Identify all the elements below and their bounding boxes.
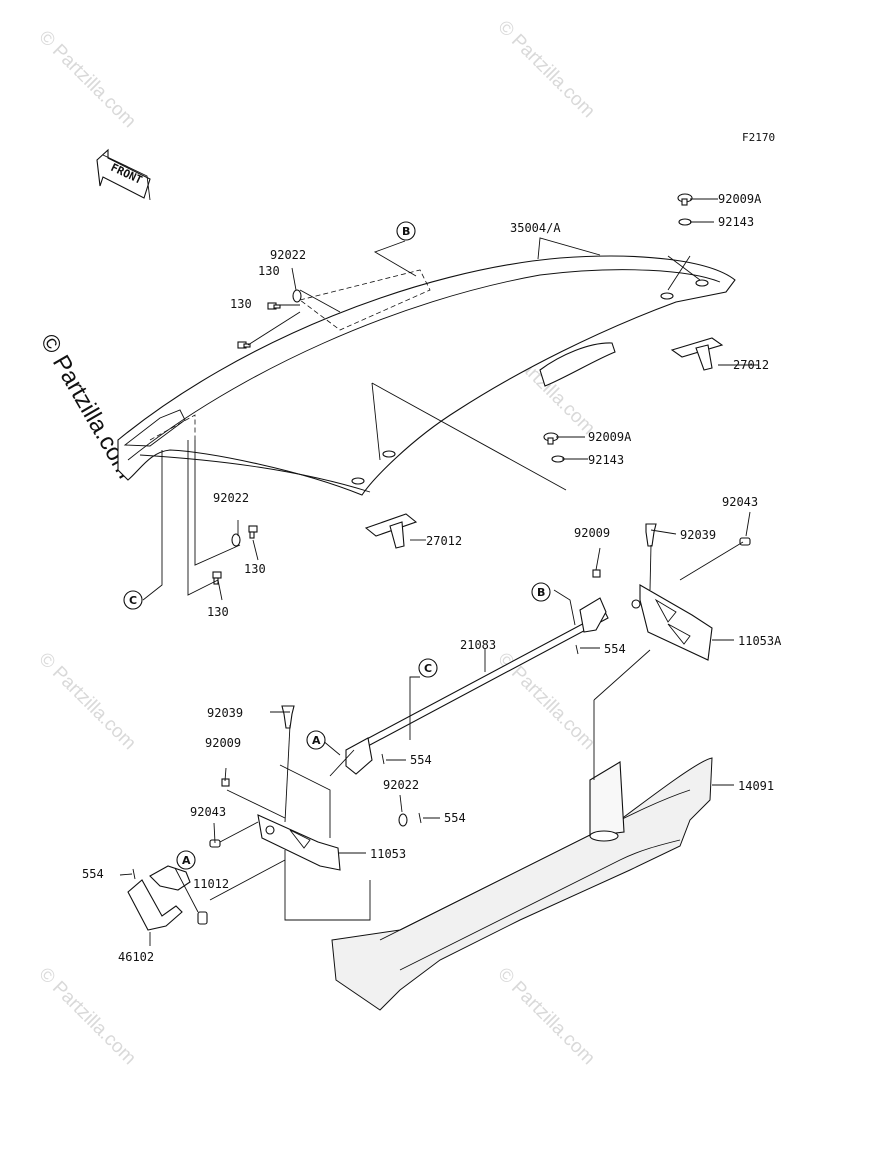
part-label: 92022 — [383, 778, 419, 792]
watermark: © Partzilla.com — [493, 964, 598, 1069]
part-label: 46102 — [118, 950, 154, 964]
part-label: 14091 — [738, 779, 774, 793]
part-label: 92039 — [207, 706, 243, 720]
callout-c: C — [424, 662, 432, 675]
linkage-rod-21083 — [345, 597, 641, 775]
watermark: © Partzilla.com — [34, 649, 139, 754]
watermark: © Partzilla.com — [493, 17, 598, 122]
panel-14091 — [331, 757, 713, 1011]
callouts: B C B C A A — [123, 221, 551, 870]
bracket-27012-right — [670, 337, 724, 371]
part-label: 27012 — [426, 534, 462, 548]
part-label: 92039 — [680, 528, 716, 542]
part-label: 554 — [444, 811, 466, 825]
part-label: 92009 — [205, 736, 241, 750]
part-label: 92043 — [722, 495, 758, 509]
part-labels: 35004/A 92009A 92143 27012 92022 130 130… — [82, 192, 782, 964]
part-label: 11012 — [193, 877, 229, 891]
handle-46102 — [127, 865, 191, 931]
figure-code: F2170 — [742, 131, 775, 144]
part-label: 130 — [258, 264, 280, 278]
cotter-pins-554 — [132, 644, 579, 880]
part-label: 92143 — [718, 215, 754, 229]
part-label: 92143 — [588, 453, 624, 467]
leader-lines — [119, 198, 758, 946]
bracket-27012-mid — [364, 513, 418, 549]
roof-part-35004A — [117, 255, 736, 496]
part-label: 92009A — [718, 192, 762, 206]
part-label: 27012 — [733, 358, 769, 372]
callout-c: C — [129, 594, 137, 607]
watermark: © Partzilla.com — [34, 27, 139, 132]
callout-a: A — [182, 854, 191, 867]
part-label: 11053 — [370, 847, 406, 861]
part-label: 21083 — [460, 638, 496, 652]
part-label: 92022 — [270, 248, 306, 262]
callout-b: B — [537, 586, 545, 599]
callout-b: B — [402, 225, 410, 238]
part-label: 130 — [230, 297, 252, 311]
watermark: © Partzilla.com — [34, 964, 139, 1069]
front-arrow-icon: FRONT — [96, 148, 151, 201]
part-label: 92043 — [190, 805, 226, 819]
part-label: 92009 — [574, 526, 610, 540]
part-label: 554 — [410, 753, 432, 767]
callout-a: A — [312, 734, 321, 747]
part-label: 35004/A — [510, 221, 561, 235]
part-label: 554 — [82, 867, 104, 881]
part-label: 130 — [244, 562, 266, 576]
hinge-bracket-11053 — [257, 814, 341, 871]
part-label: 92009A — [588, 430, 632, 444]
part-label: 554 — [604, 642, 626, 656]
part-label: 92022 — [213, 491, 249, 505]
part-label: 11053A — [738, 634, 782, 648]
hinge-bracket-11053A — [639, 584, 713, 661]
part-label: 130 — [207, 605, 229, 619]
